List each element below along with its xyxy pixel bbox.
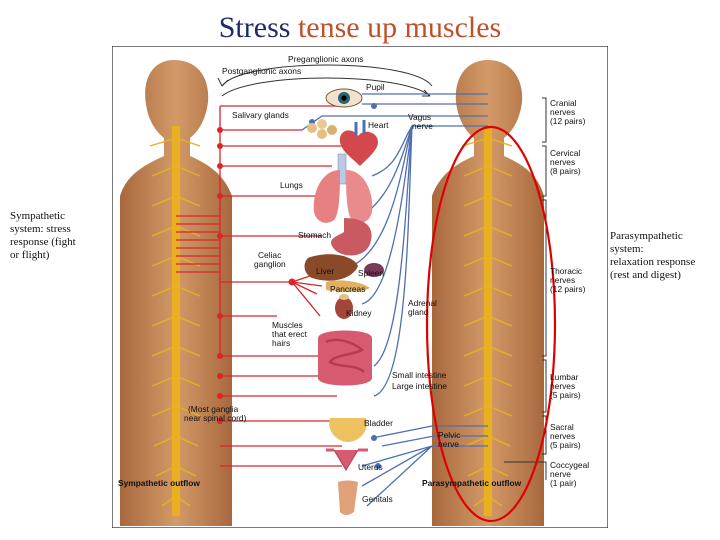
label-vagus-nerve: nerve (412, 121, 433, 131)
label-lumbar: Lumbar (550, 372, 579, 382)
label-cranial-nerves: nerves (550, 107, 575, 117)
label-thoracic: Thoracic (550, 266, 582, 276)
label-coccygeal: Coccygeal (550, 460, 589, 470)
heart-icon (339, 120, 378, 166)
right-spinal-cord (461, 126, 513, 516)
kidney-icon (335, 294, 353, 319)
genitals-icon (338, 480, 358, 515)
label-small-intestine: Small intestine (392, 370, 447, 380)
label-that-erect: that erect (272, 329, 308, 339)
pancreas-icon (326, 280, 370, 292)
label-pelvic: Pelvic (438, 430, 460, 440)
label-postganglionic: Postganglionic axons (222, 66, 301, 76)
label-salivary-glands: Salivary glands (232, 110, 289, 120)
label-celiac: Celiac (258, 250, 281, 260)
label-parasympathetic-outflow: Parasympathetic outflow (422, 478, 522, 488)
sympathetic-note-line: Sympathetic (10, 210, 65, 222)
label-cranial: Cranial (550, 98, 577, 108)
label-ganglion: ganglion (254, 259, 286, 269)
label-pancreas: Pancreas (330, 284, 365, 294)
sympathetic-note: Sympathetic system: stress response (fig… (10, 210, 110, 262)
nerve-level-brackets (504, 97, 547, 480)
label-lumbar-nerves: nerves (550, 381, 575, 391)
label-stomach: Stomach (298, 230, 331, 240)
bladder-icon (329, 418, 367, 442)
trachea-icon (337, 153, 347, 185)
label-cervical-nerves: nerves (550, 157, 575, 167)
label-lumbar-pairs: (5 pairs) (550, 390, 581, 400)
label-near-spinal-cord: near spinal cord) (184, 413, 247, 423)
liver-icon (304, 254, 358, 281)
left-spinal-cord (149, 126, 201, 516)
parasympathetic-note-line: system: (610, 243, 644, 255)
label-coccygeal-nerve: nerve (550, 469, 571, 479)
diagram-labels: Preganglionic axons Postganglionic axons… (118, 54, 589, 504)
label-cervical-pairs: (8 pairs) (550, 166, 581, 176)
label-coccygeal-pair: (1 pair) (550, 478, 577, 488)
label-heart: Heart (368, 120, 389, 130)
lungs-icon (313, 170, 373, 223)
salivary-glands-icon (307, 119, 337, 139)
parasympathetic-note-line: Parasympathetic (610, 230, 683, 242)
label-genitals: Genitals (362, 494, 393, 504)
label-most-ganglia: (Most ganglia (188, 404, 239, 414)
label-thoracic-pairs: (12 pairs) (550, 284, 586, 294)
highlight-ellipse (425, 125, 557, 523)
parasympathetic-pathways (301, 93, 488, 507)
axon-legend-arrows (217, 64, 433, 97)
label-large-intestine: Large intestine (392, 381, 447, 391)
label-adrenal: Adrenal (408, 298, 437, 308)
label-sympathetic-outflow: Sympathetic outflow (118, 478, 200, 488)
label-bladder: Bladder (364, 418, 393, 428)
label-kidney: Kidney (346, 308, 372, 318)
parasympathetic-ganglia (309, 103, 381, 469)
label-pupil: Pupil (366, 82, 385, 92)
organs (304, 88, 384, 515)
label-hairs: hairs (272, 338, 290, 348)
label-lungs: Lungs (280, 180, 303, 190)
slide-title: Stress tense up muscles (0, 10, 720, 46)
label-thoracic-nerves: nerves (550, 275, 575, 285)
parasympathetic-note-line: (rest and digest) (610, 269, 681, 281)
title-part-stress: Stress (218, 11, 291, 44)
intestines-icon (318, 330, 372, 386)
label-vagus: Vagus (408, 112, 431, 122)
label-pelvic-nerve: nerve (438, 439, 459, 449)
label-spleen: Spleen (358, 268, 384, 278)
label-liver: Liver (316, 266, 334, 276)
label-cranial-pairs: (12 pairs) (550, 116, 586, 126)
stomach-icon (331, 218, 372, 256)
label-sacral-nerves: nerves (550, 431, 575, 441)
label-uterus: Uterus (358, 462, 383, 472)
sympathetic-ganglia (217, 127, 296, 424)
title-part-tense-up-muscles: tense up muscles (297, 11, 502, 44)
label-cervical: Cervical (550, 148, 580, 158)
label-sacral-pairs: (5 pairs) (550, 440, 581, 450)
label-muscles: Muscles (272, 320, 303, 330)
sympathetic-note-line: response (fight (10, 236, 76, 248)
eye-icon (325, 88, 363, 108)
autonomic-nervous-system-diagram: Preganglionic axons Postganglionic axons… (112, 46, 608, 528)
label-adrenal-gland: gland (408, 307, 429, 317)
parasympathetic-note-line: relaxation response (610, 256, 696, 268)
label-sacral: Sacral (550, 422, 574, 432)
spleen-icon (364, 263, 384, 277)
sympathetic-note-line: or flight) (10, 249, 50, 261)
label-preganglionic: Preganglionic axons (288, 54, 363, 64)
sympathetic-note-line: system: stress (10, 223, 71, 235)
uterus-icon (326, 448, 368, 471)
parasympathetic-note: Parasympathetic system: relaxation respo… (610, 230, 718, 282)
sympathetic-pathways (176, 105, 352, 467)
